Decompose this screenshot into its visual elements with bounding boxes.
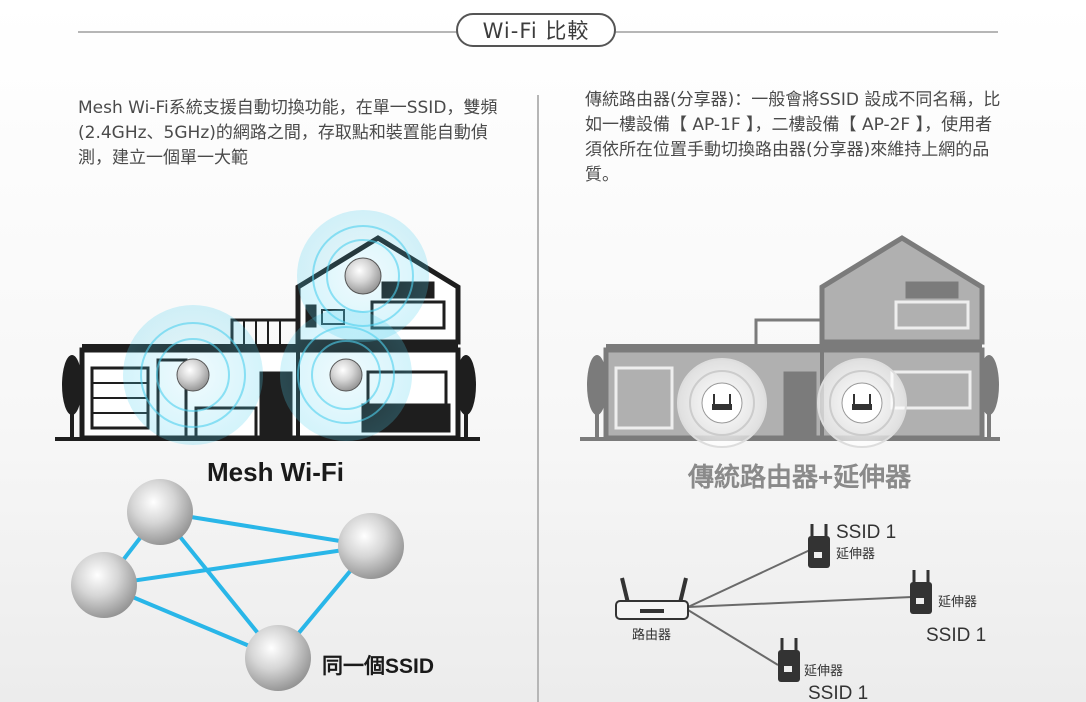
house-icon [603, 235, 985, 441]
extender-3-label: 延伸器 [804, 664, 843, 679]
extender-icon [910, 570, 932, 614]
extender-2-ssid: SSID 1 [926, 625, 986, 646]
mesh-node-icon [71, 552, 137, 618]
mesh-ssid-label: 同一個SSID [322, 654, 434, 678]
extender-icon [778, 638, 800, 682]
page-title: Wi-Fi 比較 [456, 13, 616, 47]
mesh-caption: Mesh Wi-Fi [207, 457, 344, 487]
traditional-caption: 傳統路由器+延伸器 [688, 462, 912, 492]
mesh-description: Mesh Wi-Fi系統支援自動切換功能，在單一SSID，雙頻(2.4GHz、5… [78, 98, 498, 168]
mesh-node-icon [338, 513, 404, 579]
mesh-node-icon [344, 257, 382, 295]
mesh-node-icon [127, 479, 193, 545]
extender-3-ssid: SSID 1 [808, 683, 868, 702]
router-icon [615, 577, 689, 620]
extender-icon [808, 524, 830, 568]
router-label: 路由器 [632, 627, 671, 643]
mesh-house-illustration [55, 210, 480, 445]
extender-2-label: 延伸器 [938, 595, 977, 610]
mesh-node-icon [329, 358, 363, 392]
mesh-link [103, 544, 372, 587]
traditional-network-diagram [615, 524, 932, 682]
network-link [687, 596, 913, 608]
extender-1-label: 延伸器 [836, 547, 875, 562]
mesh-node-icon [176, 358, 210, 392]
tree-icon [587, 355, 607, 438]
mesh-network-diagram [71, 479, 404, 691]
traditional-description: 傳統路由器(分享器)：一般會將SSID 設成不同名稱，比如一樓設備【 AP-1F… [585, 90, 1001, 185]
extender-1-ssid: SSID 1 [836, 522, 896, 543]
column-divider [537, 95, 539, 702]
tree-icon [62, 355, 82, 438]
mesh-link [159, 510, 372, 548]
extender-icon [677, 358, 767, 448]
mesh-node-icon [245, 625, 311, 691]
traditional-house-illustration [580, 235, 1000, 448]
network-link [687, 549, 811, 608]
extender-icon [817, 358, 907, 448]
tree-icon [456, 355, 476, 438]
network-link [687, 609, 779, 666]
